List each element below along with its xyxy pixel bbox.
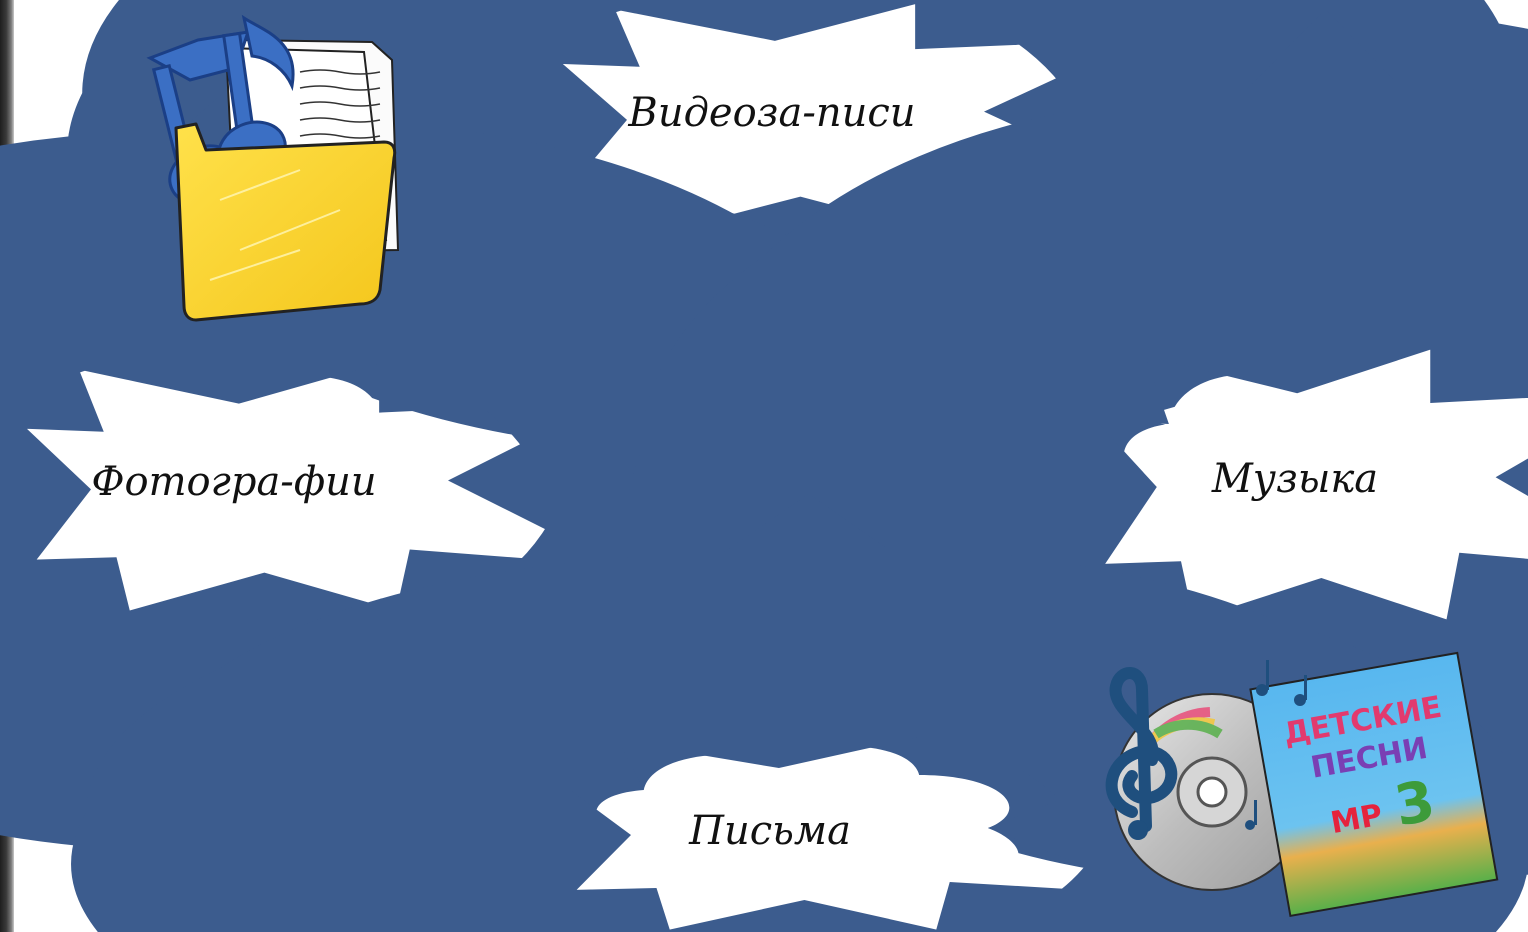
cloud-right-label: Музыка — [1211, 456, 1378, 502]
cloud-left: Фотогра-фии — [41, 376, 479, 595]
music-folder-icon — [146, 14, 400, 322]
cloud-right: Музыка — [1109, 363, 1524, 603]
cloud-left-label: Фотогра-фии — [91, 459, 376, 505]
cloud-top: Видеоза-писи — [577, 15, 1015, 217]
cloud-bottom-label: Письма — [688, 808, 851, 854]
cloud-bottom: Письма — [581, 746, 1019, 917]
music-cd-icon: ДЕТСКИЕ ПЕСНИ MP 3 — [1105, 651, 1499, 918]
cloud-top-label: Видеоза-писи — [627, 90, 915, 136]
